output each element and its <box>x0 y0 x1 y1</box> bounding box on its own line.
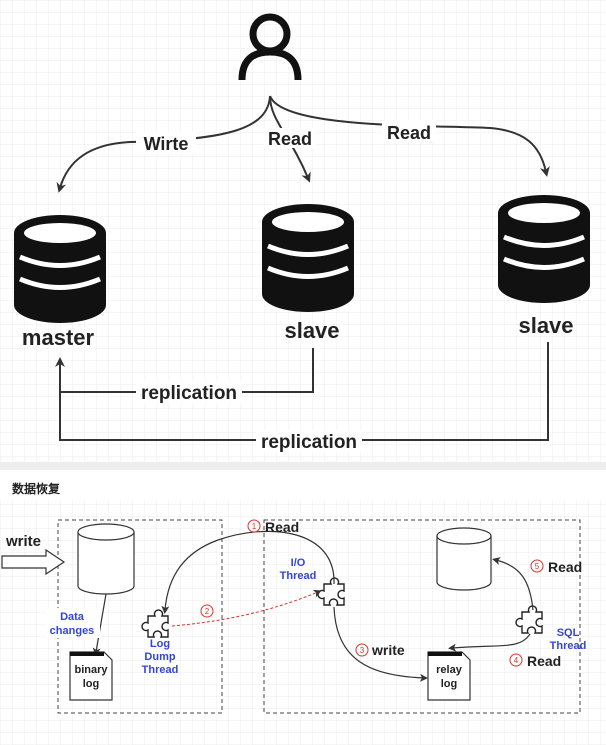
step3-write-label: write <box>371 642 405 658</box>
relay-log-file-icon <box>427 651 471 701</box>
slave1-database-icon <box>262 204 354 312</box>
read-edge-label-2: Read <box>387 123 431 143</box>
replication-label-2: replication <box>261 432 357 453</box>
sql-thread-puzzle-icon <box>515 605 543 634</box>
slave-small-database-icon <box>436 527 492 591</box>
io-thread-puzzle-icon <box>317 577 345 606</box>
log-dump-label-1: Log <box>150 638 170 650</box>
section-divider <box>0 462 606 470</box>
write-input-label: write <box>5 533 41 550</box>
slave2-database-icon <box>498 195 590 303</box>
step5-read-label: Read <box>548 559 582 575</box>
relay-log-label-2: log <box>441 678 458 690</box>
step2-number: 2 <box>205 607 210 616</box>
slave1-label: slave <box>284 318 339 343</box>
data-changes-arrow <box>92 593 107 656</box>
relay-log-label-1: relay <box>436 664 463 676</box>
step5-number: 5 <box>535 562 540 571</box>
step5-read-arrow <box>492 557 534 611</box>
step4-number: 4 <box>514 656 519 665</box>
log-dump-label-2: Dump <box>144 651 175 663</box>
step3-number: 3 <box>360 646 365 655</box>
binary-log-label-1: binary <box>74 664 108 676</box>
master-label: master <box>22 325 95 350</box>
replication-label-1: replication <box>141 383 237 404</box>
log-dump-label-3: Thread <box>142 664 179 676</box>
data-changes-label-1: Data <box>60 611 85 623</box>
read-arrow-slave2 <box>269 95 550 177</box>
read-edge-label-1: Read <box>268 129 312 149</box>
section-title: 数据恢复 <box>12 482 61 496</box>
step3-marker <box>355 643 369 657</box>
step4-read-label: Read <box>527 653 561 669</box>
sql-thread-label-2: Thread <box>550 640 587 652</box>
write-input-arrow <box>1 548 66 576</box>
user-icon <box>238 13 302 81</box>
io-thread-label-2: Thread <box>280 570 317 582</box>
write-edge-label: Wirte <box>144 134 189 154</box>
io-thread-label-1: I/O <box>291 557 306 569</box>
master-small-database-icon <box>77 523 135 595</box>
master-database-icon <box>14 215 106 323</box>
slave-dashed-box <box>263 519 581 714</box>
step1-number: 1 <box>252 522 257 531</box>
step4-marker <box>509 653 523 667</box>
data-changes-label-2: changes <box>50 625 95 637</box>
binary-log-file-icon <box>69 651 113 701</box>
step2-transfer-arrow <box>171 589 322 627</box>
step3-write-arrow <box>333 606 428 682</box>
slave2-label: slave <box>518 313 573 338</box>
step1-read-arrow <box>161 530 335 614</box>
step4-read-arrow <box>448 633 531 652</box>
binary-log-label-2: log <box>83 678 100 690</box>
step1-read-label: Read <box>265 519 299 535</box>
step1-marker <box>247 519 261 533</box>
step5-marker <box>530 559 544 573</box>
sql-thread-label-1: SQL <box>557 627 580 639</box>
step2-marker <box>200 604 214 618</box>
